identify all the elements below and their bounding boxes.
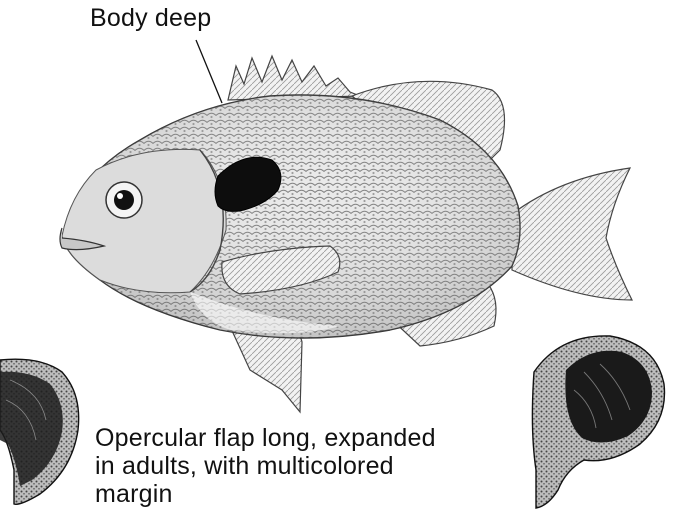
caption-line-3: margin <box>95 480 436 508</box>
gill-cover <box>62 149 226 292</box>
right-flap-inset <box>532 336 664 508</box>
left-flap-inset <box>0 359 79 504</box>
body-deep-leader-line <box>196 40 222 103</box>
spiny-dorsal-fin <box>228 56 360 100</box>
caudal-fin <box>512 168 632 300</box>
caption-line-1: Opercular flap long, expanded <box>95 424 436 452</box>
opercular-flap-caption: Opercular flap long, expanded in adults,… <box>95 424 436 508</box>
caption-line-2: in adults, with multicolored <box>95 452 436 480</box>
body-deep-label: Body deep <box>90 4 211 32</box>
